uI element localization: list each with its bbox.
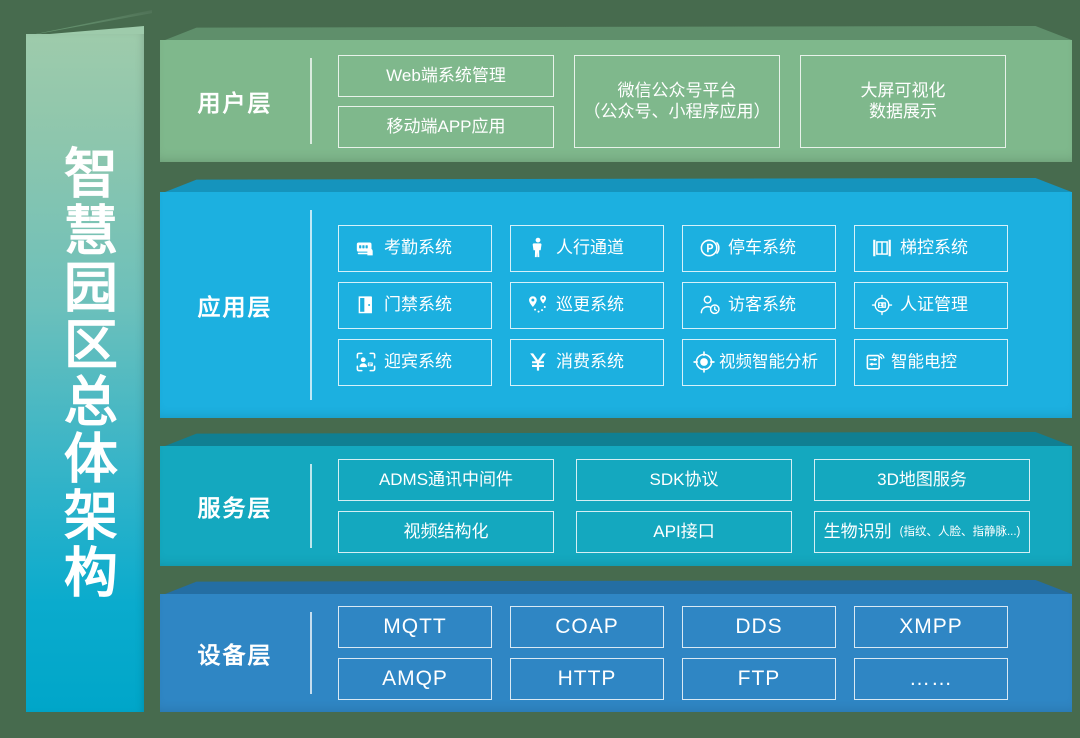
layer-user-top-bevel (160, 26, 1072, 42)
service-item-biometrics[interactable]: 生物识别 (指纹、人脸、指静脉...) (814, 511, 1030, 553)
app-item-reception[interactable]: 迎宾系统 (338, 338, 492, 386)
device-item-coap[interactable]: COAP (510, 606, 664, 648)
smart-control-icon (865, 351, 887, 373)
attendance-machine-icon (355, 237, 377, 259)
face-scan-icon (355, 351, 377, 373)
parking-icon (699, 237, 721, 259)
service-item-biometrics-sub: (指纹、人脸、指静脉...) (899, 525, 1021, 538)
service-item-sdk-protocol[interactable]: SDK协议 (576, 459, 792, 501)
layer-user-label: 用户层 (197, 90, 273, 116)
app-item-video-analytics[interactable]: 视频智能分析 (682, 338, 836, 386)
layer-service-top-bevel (160, 432, 1072, 448)
app-item-parking-label: 停车系统 (728, 238, 796, 258)
service-item-biometrics-label: 生物识别 (823, 522, 892, 542)
app-item-id-verification-label: 人证管理 (900, 295, 968, 315)
user-column-2: 微信公众号平台 （公众号、小程序应用） (574, 54, 780, 148)
user-item-wechat-platform[interactable]: 微信公众号平台 （公众号、小程序应用） (574, 54, 780, 148)
pedestrian-icon (527, 237, 549, 259)
layer-application-label: 应用层 (197, 294, 273, 320)
layer-device-top-bevel (160, 580, 1072, 596)
device-item-more[interactable]: …… (854, 658, 1008, 700)
app-item-access-control[interactable]: 门禁系统 (338, 281, 492, 329)
device-item-amqp[interactable]: AMQP (338, 658, 492, 700)
user-item-bigscreen-line1: 大屏可视化 (860, 80, 946, 100)
app-item-elevator-control[interactable]: 梯控系统 (854, 224, 1008, 272)
app-item-pedestrian-channel[interactable]: 人行通道 (510, 224, 664, 272)
title-banner: 智慧园区总体架构 (26, 10, 152, 712)
user-item-bigscreen-visual[interactable]: 大屏可视化 数据展示 (800, 54, 1006, 148)
user-item-mobile-app[interactable]: 移动端APP应用 (338, 105, 554, 148)
layer-device: 设备层 MQTT COAP DDS XMPP AMQP HTTP FTP …… (160, 580, 1072, 712)
app-item-elevator-control-label: 梯控系统 (900, 238, 968, 258)
app-item-video-analytics-label: 视频智能分析 (719, 352, 818, 371)
app-item-id-verification[interactable]: 人证管理 (854, 281, 1008, 329)
layer-service-label: 服务层 (197, 495, 273, 521)
device-row-2: AMQP HTTP FTP …… (338, 658, 1050, 700)
layer-application-body: 应用层 考勤系统 人行通道 (160, 192, 1072, 418)
banner-highlight-edge (26, 26, 144, 36)
service-item-adms-middleware[interactable]: ADMS通讯中间件 (338, 459, 554, 501)
app-item-access-control-label: 门禁系统 (384, 295, 452, 315)
service-item-video-structuring[interactable]: 视频结构化 (338, 511, 554, 553)
banner-face: 智慧园区总体架构 (26, 34, 144, 712)
device-item-http[interactable]: HTTP (510, 658, 664, 700)
device-item-ftp[interactable]: FTP (682, 658, 836, 700)
service-item-api[interactable]: API接口 (576, 511, 792, 553)
elevator-icon (871, 237, 893, 259)
user-item-wechat-line1: 微信公众号平台 (617, 80, 737, 100)
app-item-visitor[interactable]: 访客系统 (682, 281, 836, 329)
app-item-patrol-label: 巡更系统 (556, 295, 624, 315)
device-item-mqtt[interactable]: MQTT (338, 606, 492, 648)
service-row-1: ADMS通讯中间件 SDK协议 3D地图服务 (338, 459, 1050, 501)
layer-service-body: 服务层 ADMS通讯中间件 SDK协议 3D地图服务 视频结构化 API接口 生… (160, 446, 1072, 566)
layer-device-label: 设备层 (197, 642, 273, 668)
patrol-route-icon (527, 294, 549, 316)
layer-service-divider (310, 464, 312, 548)
app-item-visitor-label: 访客系统 (728, 295, 796, 315)
app-item-patrol[interactable]: 巡更系统 (510, 281, 664, 329)
app-row-2: 门禁系统 巡更系统 访客系统 (338, 281, 1050, 329)
user-column-3: 大屏可视化 数据展示 (800, 54, 1006, 148)
layer-user: 用户层 Web端系统管理 移动端APP应用 微信公众号平台 （公众号、小程序应用… (160, 26, 1072, 162)
visitor-clock-icon (699, 294, 721, 316)
app-row-3: 迎宾系统 消费系统 视频智能分析 (338, 338, 1050, 386)
app-item-pedestrian-channel-label: 人行通道 (556, 238, 624, 258)
layer-user-divider (310, 58, 312, 144)
yen-icon (527, 351, 549, 373)
service-row-2: 视频结构化 API接口 生物识别 (指纹、人脸、指静脉...) (338, 511, 1050, 553)
layer-device-body: 设备层 MQTT COAP DDS XMPP AMQP HTTP FTP …… (160, 594, 1072, 712)
layer-application-divider (310, 210, 312, 400)
user-item-web-admin[interactable]: Web端系统管理 (338, 54, 554, 97)
device-item-xmpp[interactable]: XMPP (854, 606, 1008, 648)
camera-lens-icon (693, 351, 715, 373)
app-item-smart-power-control[interactable]: 智能电控 (854, 338, 1008, 386)
app-item-consumption[interactable]: 消费系统 (510, 338, 664, 386)
app-row-1: 考勤系统 人行通道 停车系统 (338, 224, 1050, 272)
app-item-consumption-label: 消费系统 (556, 352, 624, 372)
app-item-parking[interactable]: 停车系统 (682, 224, 836, 272)
user-item-wechat-line2: （公众号、小程序应用） (583, 102, 771, 121)
app-item-reception-label: 迎宾系统 (384, 352, 452, 372)
banner-title: 智慧园区总体架构 (55, 145, 116, 601)
app-item-smart-power-control-label: 智能电控 (891, 352, 957, 371)
app-item-attendance[interactable]: 考勤系统 (338, 224, 492, 272)
layer-service: 服务层 ADMS通讯中间件 SDK协议 3D地图服务 视频结构化 API接口 生… (160, 432, 1072, 566)
user-column-1: Web端系统管理 移动端APP应用 (338, 54, 554, 148)
layer-user-body: 用户层 Web端系统管理 移动端APP应用 微信公众号平台 （公众号、小程序应用… (160, 40, 1072, 162)
door-icon (355, 294, 377, 316)
layer-application-top-bevel (160, 178, 1072, 194)
user-item-bigscreen-line2: 数据展示 (869, 102, 937, 121)
layer-device-divider (310, 612, 312, 694)
id-card-scan-icon (871, 294, 893, 316)
app-item-attendance-label: 考勤系统 (384, 238, 452, 258)
service-item-3d-map[interactable]: 3D地图服务 (814, 459, 1030, 501)
device-row-1: MQTT COAP DDS XMPP (338, 606, 1050, 648)
layer-application: 应用层 考勤系统 人行通道 (160, 178, 1072, 418)
device-item-dds[interactable]: DDS (682, 606, 836, 648)
